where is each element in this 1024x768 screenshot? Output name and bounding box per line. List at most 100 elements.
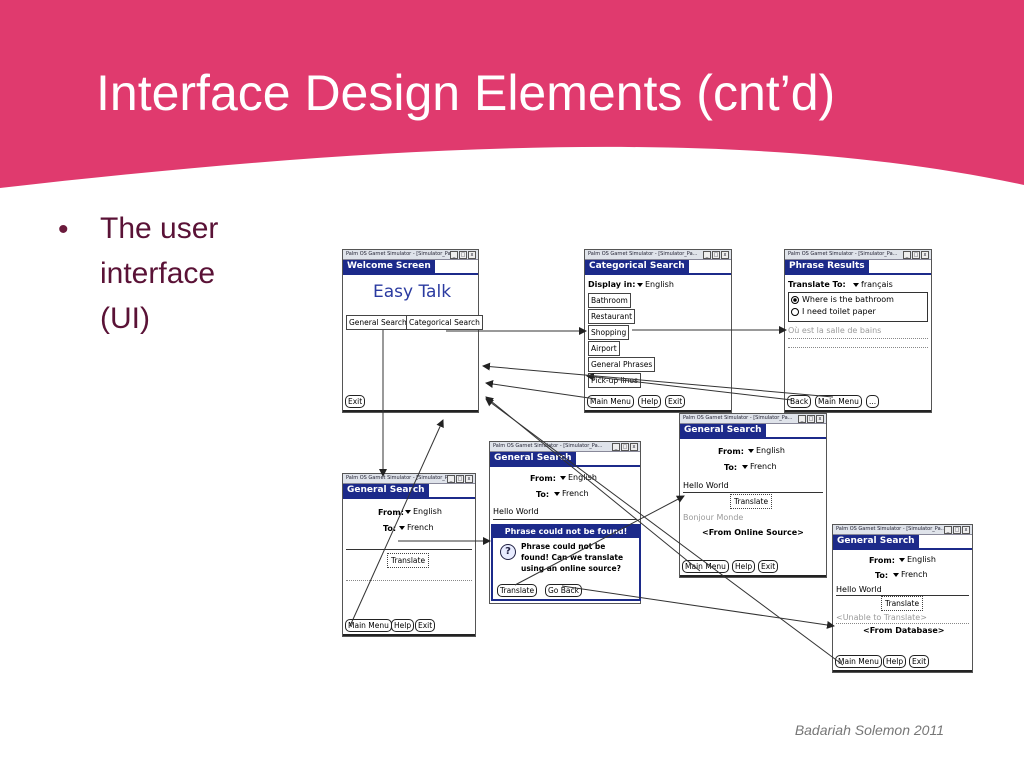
separator <box>788 338 928 339</box>
to-label: To: <box>383 524 397 533</box>
from-selector[interactable]: English <box>899 555 936 564</box>
translation-result: Où est la salle de bains <box>788 326 882 335</box>
close-icon[interactable]: x <box>962 526 970 534</box>
dropdown-arrow-icon <box>554 491 560 496</box>
to-selector[interactable]: French <box>893 570 928 579</box>
maximize-icon[interactable]: □ <box>912 251 920 259</box>
translate-button[interactable]: Translate <box>497 584 538 597</box>
category-airport[interactable]: Airport <box>588 341 620 356</box>
to-value: French <box>750 462 777 471</box>
to-selector[interactable]: French <box>554 489 589 498</box>
close-icon[interactable]: x <box>816 415 824 423</box>
phrase-option-2[interactable]: I need toilet paper <box>791 307 876 316</box>
from-selector[interactable]: English <box>560 473 597 482</box>
to-label: To: <box>875 571 889 580</box>
exit-button[interactable]: Exit <box>665 395 686 408</box>
to-label: To: <box>536 490 550 499</box>
bullet-text: The user interface (UI) <box>100 212 219 335</box>
from-selector[interactable]: English <box>405 507 442 516</box>
back-button[interactable]: Back <box>787 395 812 408</box>
to-value: French <box>407 523 434 532</box>
separator <box>836 623 969 624</box>
main-menu-button[interactable]: Main Menu <box>682 560 729 573</box>
translate-button[interactable]: Translate <box>730 494 773 509</box>
from-selector[interactable]: English <box>748 446 785 455</box>
help-button[interactable]: Help <box>732 560 756 573</box>
input-text[interactable]: Hello World <box>493 507 539 516</box>
maximize-icon[interactable]: □ <box>953 526 961 534</box>
window-titlebar: Palm OS Garnet Simulator - [Simulator_Pa… <box>343 250 478 260</box>
main-menu-button[interactable]: Main Menu <box>587 395 634 408</box>
main-menu-button[interactable]: Main Menu <box>345 619 392 632</box>
translate-button[interactable]: Translate <box>881 596 924 611</box>
close-icon[interactable]: x <box>921 251 929 259</box>
screen-bottom-edge <box>585 410 731 412</box>
translate-to-selector[interactable]: français <box>853 280 893 289</box>
help-button[interactable]: Help <box>638 395 662 408</box>
general-search-button[interactable]: General Search <box>346 315 410 330</box>
translation-result: Bonjour Monde <box>683 513 744 522</box>
close-icon[interactable]: x <box>721 251 729 259</box>
from-label: From: <box>869 556 895 565</box>
translate-to-value: français <box>861 280 893 289</box>
welcome-screen-window: Palm OS Garnet Simulator - [Simulator_Pa… <box>342 249 483 413</box>
screen-bottom-edge <box>833 670 972 672</box>
exit-button[interactable]: Exit <box>345 395 366 408</box>
minimize-icon[interactable]: _ <box>798 415 806 423</box>
category-general-phrases[interactable]: General Phrases <box>588 357 656 372</box>
input-field[interactable] <box>346 549 472 550</box>
minimize-icon[interactable]: _ <box>612 443 620 451</box>
category-bathroom[interactable]: Bathroom <box>588 293 631 308</box>
help-button[interactable]: Help <box>883 655 907 668</box>
exit-button[interactable]: Exit <box>415 619 436 632</box>
minimize-icon[interactable]: _ <box>703 251 711 259</box>
exit-button[interactable]: Exit <box>758 560 779 573</box>
exit-button[interactable]: Exit <box>909 655 930 668</box>
category-shopping[interactable]: Shopping <box>588 325 630 340</box>
dropdown-arrow-icon <box>853 282 859 287</box>
phrase-results-window: Palm OS Garnet Simulator - [Simulator_Pa… <box>784 249 932 413</box>
phrase-option-1[interactable]: Where is the bathroom <box>791 295 894 304</box>
close-icon[interactable]: x <box>465 475 473 483</box>
close-icon[interactable]: x <box>630 443 638 451</box>
window-titlebar: Palm OS Garnet Simulator - [Simulator_Pa… <box>785 250 931 260</box>
minimize-icon[interactable]: _ <box>903 251 911 259</box>
banner-shape <box>0 0 1024 188</box>
to-selector[interactable]: French <box>399 523 434 532</box>
maximize-icon[interactable]: □ <box>459 251 467 259</box>
window-titlebar: Palm OS Garnet Simulator - [Simulator_Pa… <box>585 250 731 260</box>
window-title: Palm OS Garnet Simulator - [Simulator_Pa… <box>588 251 698 257</box>
to-selector[interactable]: French <box>742 462 777 471</box>
minimize-icon[interactable]: _ <box>447 475 455 483</box>
category-restaurant[interactable]: Restaurant <box>588 309 636 324</box>
display-in-label: Display in: <box>588 280 636 289</box>
close-icon[interactable]: x <box>468 251 476 259</box>
main-menu-button[interactable]: Main Menu <box>815 395 862 408</box>
input-text[interactable]: Hello World <box>836 585 882 594</box>
source-label: <From Online Source> <box>702 528 804 537</box>
go-back-button[interactable]: Go Back <box>545 584 582 597</box>
form-title: General Search <box>343 484 429 497</box>
window-title: Palm OS Garnet Simulator - [Simulator_Pa… <box>493 443 603 449</box>
input-text[interactable]: Hello World <box>683 481 729 490</box>
more-button[interactable]: ... <box>866 395 880 408</box>
phrase-option-list: Where is the bathroom I need toilet pape… <box>788 292 928 322</box>
maximize-icon[interactable]: □ <box>621 443 629 451</box>
dropdown-arrow-icon <box>893 572 899 577</box>
dropdown-arrow-icon <box>899 557 905 562</box>
maximize-icon[interactable]: □ <box>807 415 815 423</box>
input-underline <box>836 595 969 596</box>
maximize-icon[interactable]: □ <box>712 251 720 259</box>
main-menu-button[interactable]: Main Menu <box>835 655 882 668</box>
categorical-search-button[interactable]: Categorical Search <box>406 315 483 330</box>
translate-button[interactable]: Translate <box>387 553 430 568</box>
translate-to-label: Translate To: <box>788 280 846 289</box>
minimize-icon[interactable]: _ <box>450 251 458 259</box>
minimize-icon[interactable]: _ <box>944 526 952 534</box>
maximize-icon[interactable]: □ <box>456 475 464 483</box>
category-pick-up-lines[interactable]: Pick-up lines <box>588 373 641 388</box>
help-button[interactable]: Help <box>391 619 415 632</box>
window-titlebar: Palm OS Garnet Simulator - [Simulator_Pa… <box>680 414 826 424</box>
display-in-selector[interactable]: English <box>637 280 674 289</box>
general-search-database-window: Palm OS Garnet Simulator - [Simulator_Pa… <box>832 524 973 673</box>
